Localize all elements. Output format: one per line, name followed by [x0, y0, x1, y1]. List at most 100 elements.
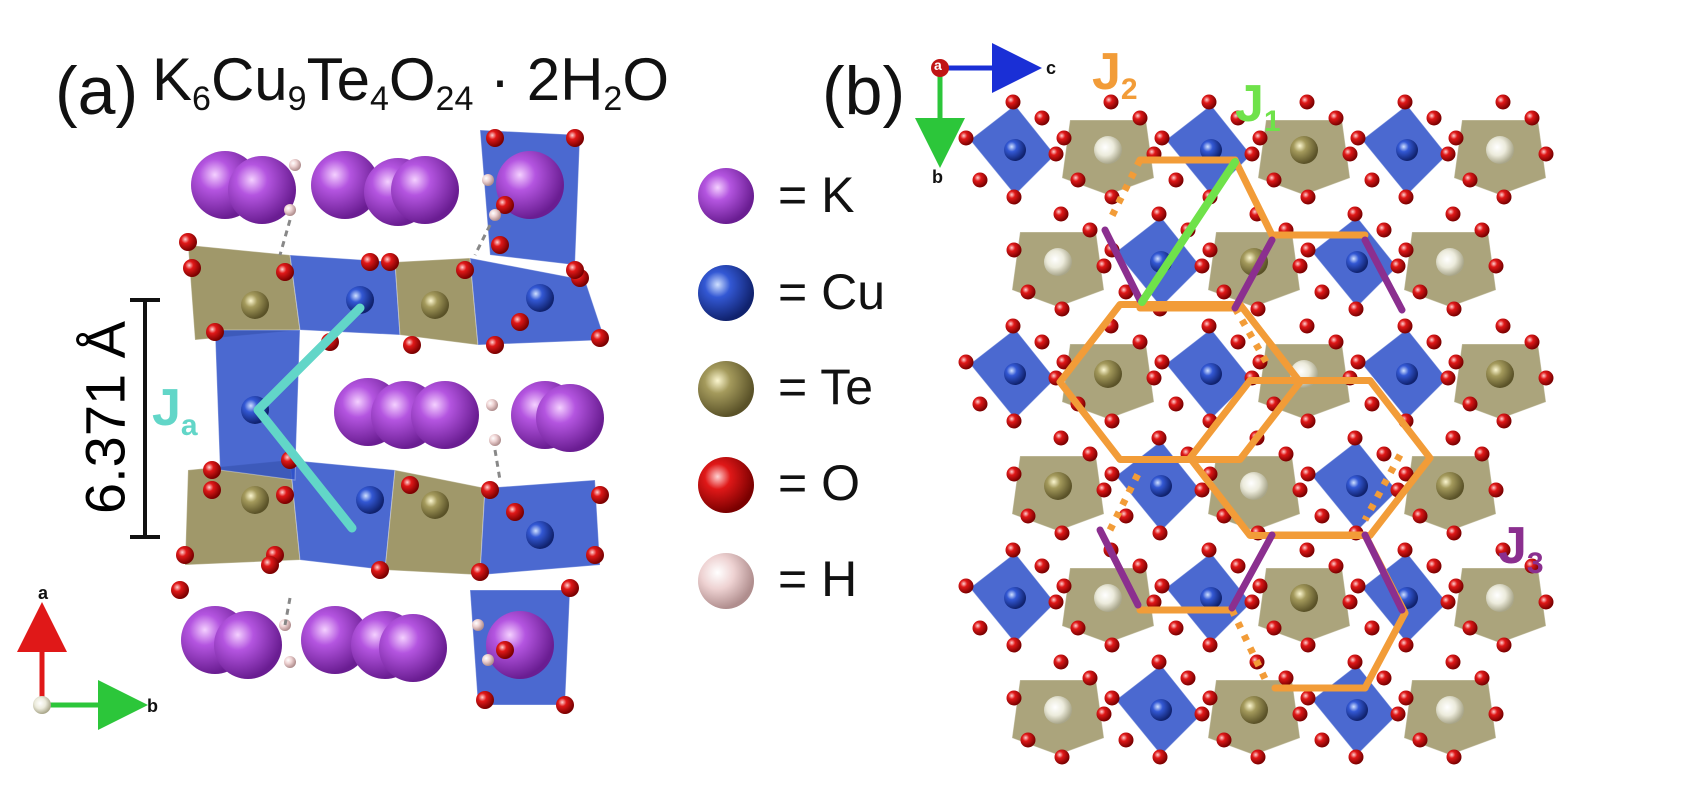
o-atom: [1034, 110, 1050, 126]
o-atom: [1496, 637, 1512, 653]
legend-ball-o: [698, 457, 754, 513]
o-atom: [1524, 110, 1540, 126]
te-atom: [1094, 584, 1122, 612]
j3-segment: [1361, 531, 1406, 614]
o-atom: [1300, 242, 1316, 258]
o-atom: [261, 556, 279, 574]
o-atom: [1538, 146, 1554, 162]
j2-dotted-segment: [1106, 468, 1144, 532]
o-atom: [1440, 146, 1456, 162]
cu-atom: [526, 521, 554, 549]
o-atom: [1538, 594, 1554, 610]
cu-atom: [1396, 363, 1418, 385]
o-atom: [1397, 542, 1413, 558]
te-atom: [421, 491, 449, 519]
o-atom: [1006, 690, 1022, 706]
o-atom: [1053, 430, 1069, 446]
o-atom: [486, 336, 504, 354]
o-atom: [1006, 466, 1022, 482]
hydrogen-bond: [493, 449, 502, 481]
o-atom: [1151, 430, 1167, 446]
o-atom: [1056, 354, 1072, 370]
te-atom: [1436, 248, 1464, 276]
cu-atom: [346, 286, 374, 314]
o-atom: [1118, 508, 1134, 524]
o-atom: [1412, 284, 1428, 300]
o-atom: [1250, 301, 1266, 317]
o-atom: [1299, 318, 1315, 334]
k-atom: [301, 606, 369, 674]
hydrogen-bond: [473, 224, 492, 256]
o-atom: [1096, 706, 1112, 722]
o-atom: [1328, 558, 1344, 574]
o-atom: [1048, 146, 1064, 162]
j2-dotted-segment: [1106, 158, 1144, 222]
cu-atom: [1346, 475, 1368, 497]
o-atom: [1152, 525, 1168, 541]
o-atom: [566, 261, 584, 279]
o-atom: [958, 578, 974, 594]
o-atom: [1300, 413, 1316, 429]
k-atom: [228, 156, 296, 224]
o-atom: [1292, 482, 1308, 498]
o-atom: [506, 503, 524, 521]
o-atom: [1201, 94, 1217, 110]
h-atom: [482, 174, 494, 186]
o-atom: [1448, 578, 1464, 594]
o-atom: [183, 259, 201, 277]
o-atom: [1446, 301, 1462, 317]
o-atom: [1180, 670, 1196, 686]
o-atom: [1495, 542, 1511, 558]
hydrogen-bond: [278, 219, 292, 256]
o-atom: [1005, 542, 1021, 558]
h-atom: [289, 159, 301, 171]
o-atom: [1328, 110, 1344, 126]
o-atom: [1474, 670, 1490, 686]
label-j2: J2: [1092, 43, 1138, 106]
o-atom: [1082, 670, 1098, 686]
o-atom: [1495, 94, 1511, 110]
h-atom: [482, 654, 494, 666]
o-atom: [1168, 396, 1184, 412]
o-atom: [371, 561, 389, 579]
o-atom: [1070, 172, 1086, 188]
cu-atom: [1150, 699, 1172, 721]
o-atom: [1230, 110, 1246, 126]
o-atom: [511, 313, 529, 331]
k-atom: [411, 381, 479, 449]
j3-segment: [1231, 236, 1276, 312]
o-atom: [1244, 146, 1260, 162]
o-atom: [1132, 558, 1148, 574]
o-atom: [1445, 430, 1461, 446]
k-atom: [214, 611, 282, 679]
o-atom: [972, 396, 988, 412]
o-atom: [1426, 558, 1442, 574]
o-atom: [1154, 578, 1170, 594]
o-atom: [203, 481, 221, 499]
te-atom: [1486, 584, 1514, 612]
o-atom: [1070, 620, 1086, 636]
o-atom: [381, 253, 399, 271]
o-atom: [1347, 654, 1363, 670]
o-atom: [1104, 690, 1120, 706]
k-atom: [311, 151, 379, 219]
o-atom: [1266, 172, 1282, 188]
o-atom: [1201, 318, 1217, 334]
o-atom: [1278, 670, 1294, 686]
o-atom: [1168, 620, 1184, 636]
o-atom: [1328, 334, 1344, 350]
o-atom: [1216, 732, 1232, 748]
axis-label-origin-a: a: [934, 57, 942, 73]
o-atom: [1278, 446, 1294, 462]
o-atom: [1376, 222, 1392, 238]
o-atom: [1118, 284, 1134, 300]
o-atom: [1103, 94, 1119, 110]
o-atom: [1364, 620, 1380, 636]
o-atom: [1397, 318, 1413, 334]
j2-hexagon: [1186, 377, 1434, 539]
o-atom: [1445, 654, 1461, 670]
o-atom: [1348, 749, 1364, 765]
o-atom: [1412, 508, 1428, 524]
o-atom: [1412, 732, 1428, 748]
